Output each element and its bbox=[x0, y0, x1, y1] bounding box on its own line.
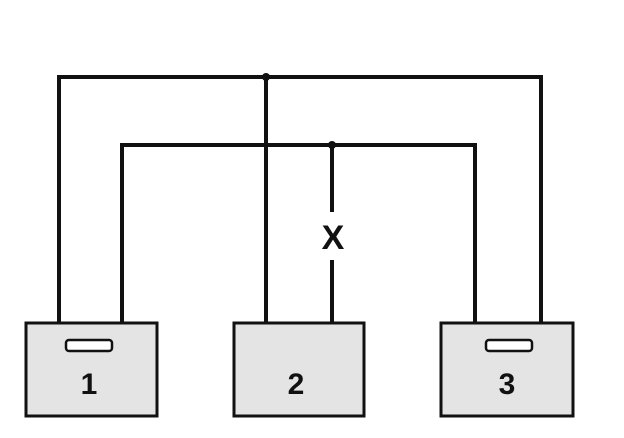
junction-outer bbox=[262, 73, 270, 81]
box-2: 2 bbox=[232, 321, 366, 418]
box-3-label: 3 bbox=[499, 368, 516, 401]
inner-wire bbox=[120, 143, 477, 332]
box-1-label: 1 bbox=[81, 368, 98, 401]
junction-inner bbox=[328, 141, 336, 149]
box-1: 1 bbox=[24, 321, 159, 418]
connector-box-1 bbox=[64, 338, 114, 353]
box-2-label: 2 bbox=[288, 368, 305, 401]
connector-box-3 bbox=[484, 338, 534, 353]
outer-wire bbox=[57, 75, 543, 332]
break-label: X bbox=[322, 219, 345, 257]
box-3: 3 bbox=[439, 321, 575, 418]
